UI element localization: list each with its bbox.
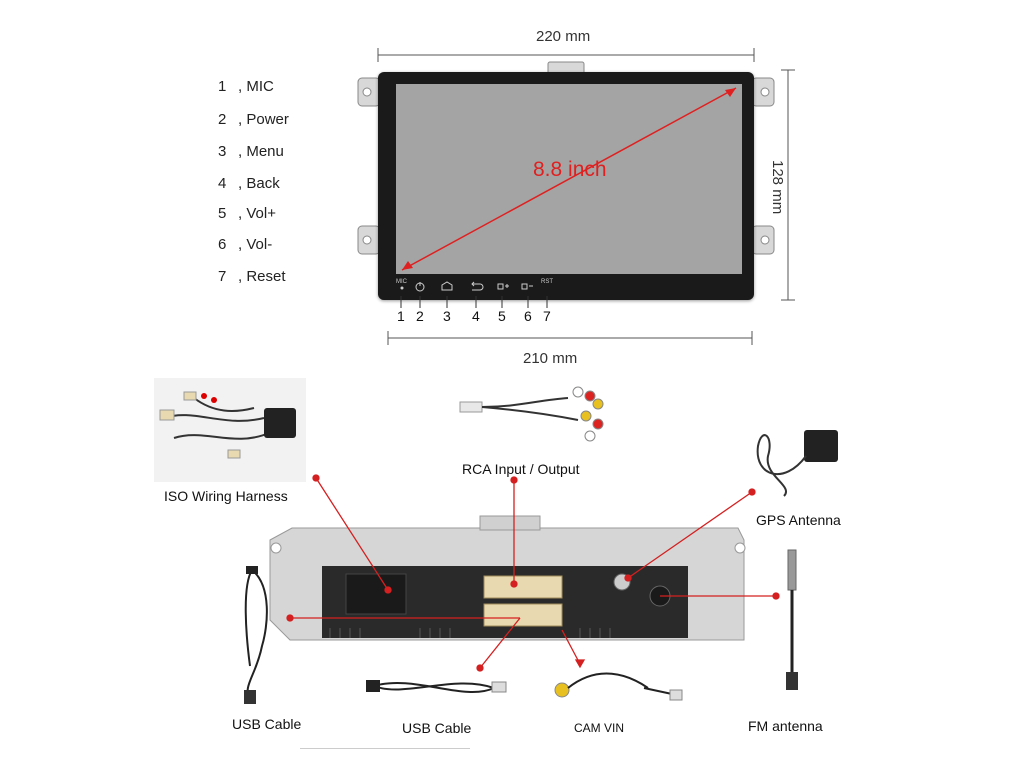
button-number-4: 4	[472, 308, 480, 324]
usb-cable-left-label: USB Cable	[232, 716, 302, 732]
gps-antenna-illustration	[756, 430, 838, 497]
back-icon	[471, 281, 484, 291]
button-number-5: 5	[498, 308, 506, 324]
iso-harness-illustration	[159, 391, 296, 459]
legend-item-reset: 7, Reset	[218, 268, 286, 285]
usb-cable-left-illustration	[244, 566, 268, 704]
button-number-2: 2	[416, 308, 424, 324]
rca-label: RCA Input / Output	[462, 461, 580, 477]
fm-antenna-illustration	[786, 549, 798, 690]
iso-harness-label: ISO Wiring Harness	[164, 488, 288, 504]
vol-up-icon	[497, 283, 504, 290]
reset-label: RST	[541, 279, 553, 285]
mic-label: MIC	[396, 279, 407, 285]
gps-antenna-photo	[744, 416, 844, 504]
legend-item-back: 4, Back	[218, 175, 280, 192]
divider	[300, 748, 470, 749]
legend-item-vol-up: 5, Vol+	[218, 205, 276, 222]
button-number-7: 7	[543, 308, 551, 324]
button-number-6: 6	[524, 308, 532, 324]
cam-vin-illustration	[554, 672, 683, 701]
rca-cable-illustration	[459, 386, 604, 442]
button-number-3: 3	[443, 308, 451, 324]
gps-label: GPS Antenna	[756, 512, 841, 528]
legend-item-vol-down: 6, Vol-	[218, 236, 273, 253]
home-icon	[441, 281, 453, 291]
cam-vin-label: CAM VIN	[574, 721, 625, 735]
usb-cable-mid-illustration	[366, 680, 507, 693]
legend-item-mic: 1, MIC	[218, 78, 274, 95]
button-number-1: 1	[397, 308, 405, 324]
legend-item-power: 2, Power	[218, 111, 289, 128]
screen-size-label: 8.8 inch	[533, 158, 607, 181]
usb-cable-mid-label: USB Cable	[402, 720, 472, 736]
rca-cable-photo	[458, 380, 630, 456]
dimension-top-width: 220 mm	[536, 28, 591, 45]
vol-down-icon	[521, 283, 528, 290]
iso-harness-photo	[154, 378, 306, 482]
legend-item-menu: 3, Menu	[218, 143, 284, 160]
fm-antenna-label: FM antenna	[748, 718, 823, 734]
dimension-bottom-width: 210 mm	[523, 350, 578, 367]
